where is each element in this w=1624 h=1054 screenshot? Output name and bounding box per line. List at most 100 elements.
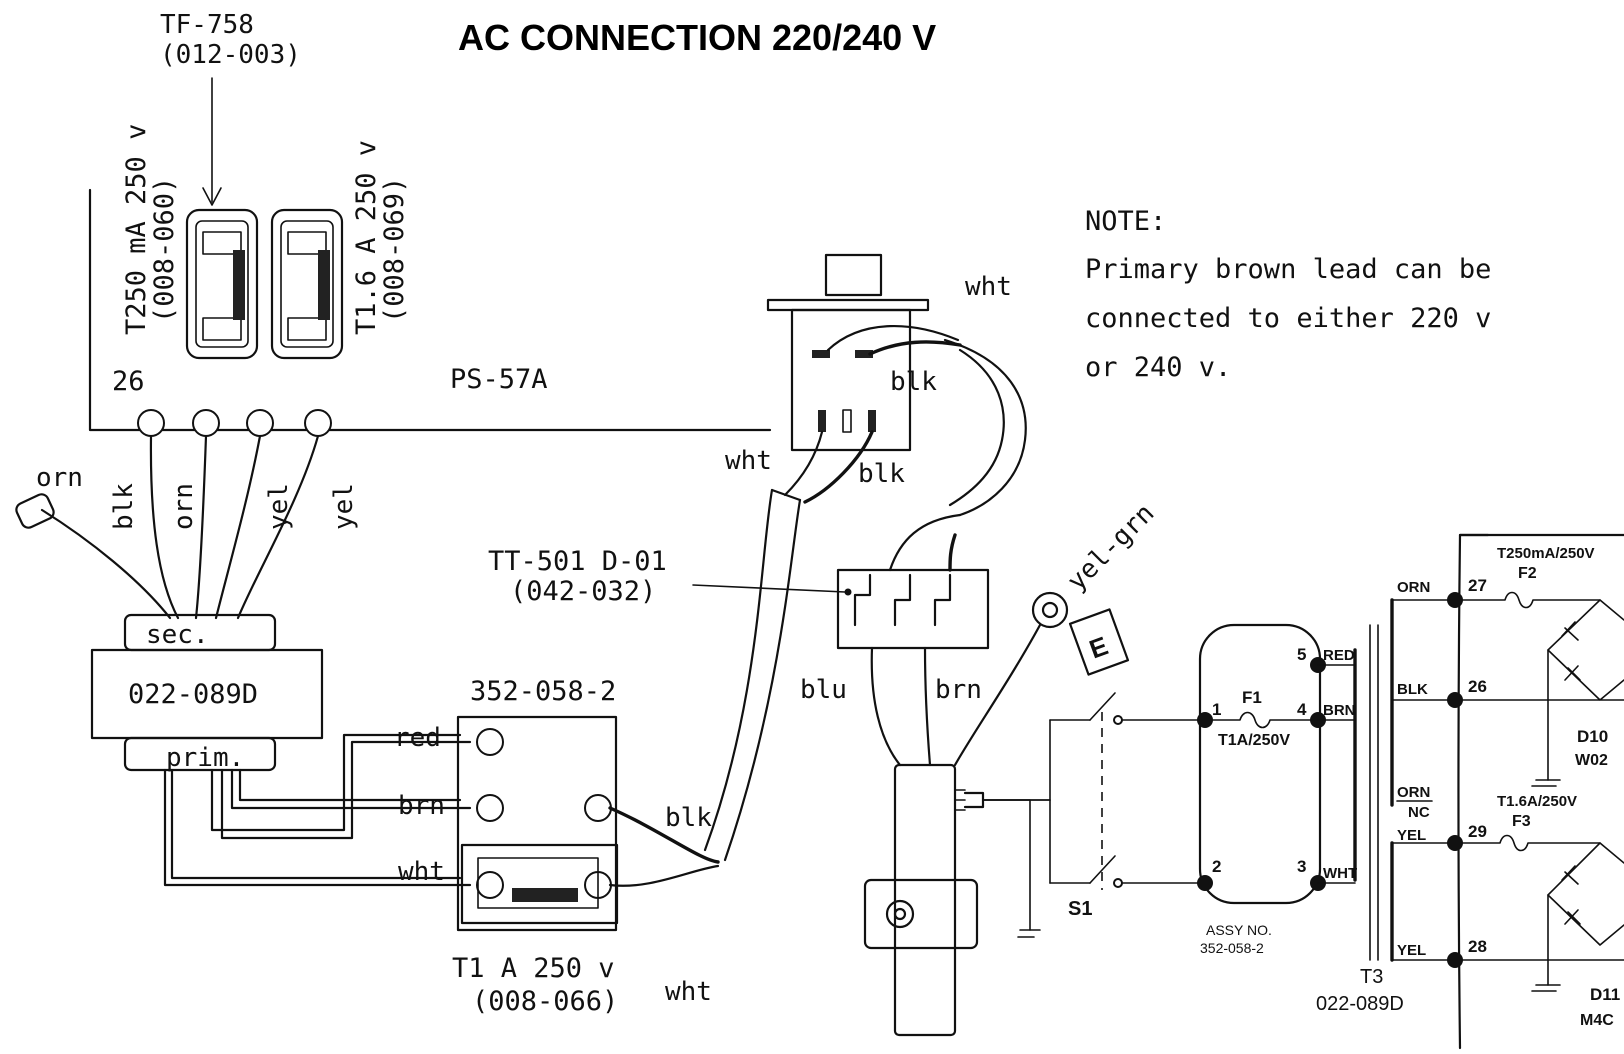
fuse-holder-part: TF-758: [160, 10, 254, 40]
terminal-step-2: [893, 573, 912, 627]
switch-label-blk-top: blk: [890, 367, 937, 397]
terminal-body: [836, 568, 990, 650]
t3-core: [1369, 624, 1379, 961]
switch-pin-2: [842, 409, 852, 433]
d10-name: D10: [1577, 727, 1608, 746]
fuse-left-holder: [185, 208, 259, 360]
lead-yel-1: [214, 434, 262, 620]
switch-terminal-red: [476, 728, 504, 756]
cable-to-terminal-inner: [948, 348, 1005, 507]
switch-body: [790, 308, 912, 452]
switch-lug-1: [812, 350, 830, 358]
note-heading: NOTE:: [1085, 206, 1166, 237]
pin-28: 28: [1468, 937, 1487, 956]
cord-label-brn: brn: [935, 675, 982, 705]
d11-diode-1: [1561, 865, 1579, 885]
pin-3: 3: [1297, 857, 1306, 876]
d11-ground-symbol: [1531, 984, 1561, 992]
transformer-prim-block: [123, 736, 277, 772]
assy-label: ASSY NO.: [1206, 922, 1272, 938]
fuse-left-cap-top: [202, 231, 242, 255]
d10-diode-1: [1561, 621, 1579, 641]
primary-leads: [163, 733, 472, 887]
terminal-strip: TT-501 D-01 (042-032): [488, 546, 990, 650]
orn-lead-cap: [15, 493, 55, 529]
assy-box: [1198, 623, 1322, 905]
fuse-f2-name: F2: [1518, 565, 1537, 582]
fuse-left-label: T250 mA 250 v (008-060): [121, 124, 180, 335]
prim-lead-wht: [163, 768, 472, 887]
sec-label-nc: NC: [1408, 804, 1430, 821]
switch-flange: [766, 298, 930, 312]
cord-label-yel-grn: yel-grn: [1062, 498, 1161, 597]
board-terminal-3: [246, 409, 274, 437]
transformer-part-label: 022-089D: [128, 679, 258, 710]
node-29: [1447, 835, 1463, 851]
node-27: [1447, 592, 1463, 608]
pin-2: 2: [1212, 857, 1221, 876]
node-1: [1197, 712, 1213, 728]
lead-label-red: red: [394, 723, 441, 753]
s1-label: S1: [1068, 898, 1092, 920]
pointer-arrow-head: [202, 187, 222, 206]
schematic: S1 1 2 3 4 5 F1 T1A/250V ASSY NO. 352-05…: [954, 533, 1624, 1050]
switch-pin-3: [868, 410, 876, 432]
sec-upper-taps: [1391, 599, 1456, 701]
switch-label-wht-top: wht: [965, 272, 1012, 302]
cord-clamp-screw-inner: [893, 907, 907, 921]
switch-pin-1: [818, 410, 826, 432]
s1-contact-bot: [1113, 878, 1123, 888]
fuse-f2-symbol: [1462, 591, 1601, 609]
note-line-2: connected to either 220 v: [1085, 303, 1491, 334]
fuse-f1-rating: T1A/250V: [1218, 732, 1290, 749]
lead-label-blk: blk: [109, 483, 139, 530]
board-terminal-2: [192, 409, 220, 437]
cord-clamp: [863, 878, 979, 950]
fuse-left-rating: T250 mA 250 v: [121, 124, 152, 335]
d10-part: W02: [1575, 752, 1608, 769]
fuse-bottom-rating: T1 A 250 v: [452, 953, 615, 984]
plug-lead: [982, 799, 1051, 884]
t3-name: T3: [1360, 966, 1383, 988]
terminal-dot: [844, 588, 852, 596]
lead-label-orn: orn: [36, 463, 83, 493]
pin-29: 29: [1468, 822, 1487, 841]
earth-label-box: [1068, 608, 1130, 676]
note-line-3: or 240 v.: [1085, 352, 1231, 383]
terminal-wire-1: [888, 513, 962, 572]
lead-label-orn-2: orn: [169, 483, 199, 530]
pin-1: 1: [1212, 700, 1221, 719]
fuse-bottom-body: [477, 857, 599, 909]
terminal-wire-2: [948, 533, 957, 572]
plug-pins: [954, 789, 966, 811]
sec-lower-taps: [1391, 842, 1456, 961]
board-terminal-1: [137, 409, 165, 437]
note-line-1: Primary brown lead can be: [1085, 254, 1491, 285]
lead-label-brn: brn: [398, 791, 445, 821]
fuse-f3-symbol: [1462, 834, 1601, 852]
prim-label-red: RED: [1323, 647, 1355, 664]
cord-jacket: [893, 763, 957, 1037]
fuse-f3-rating: T1.6A/250V: [1497, 793, 1577, 810]
fuse-right-inner: [280, 220, 334, 348]
switch-wire-wht-top: [826, 324, 960, 352]
prim-lead-red-2: [210, 733, 462, 832]
node-26: [1447, 692, 1463, 708]
fuse-right-cap-top: [287, 231, 327, 255]
s1-contact-top: [1113, 715, 1123, 725]
switch-shaft: [824, 253, 883, 297]
fuse-bottom-number: (008-066): [472, 986, 618, 1017]
fuse-holder-number: (012-003): [160, 40, 301, 70]
terminal-part: TT-501 D-01: [488, 546, 667, 577]
ground-lead: [982, 799, 1031, 931]
sec-label-orn: ORN: [1397, 579, 1430, 596]
cable-sheath-left: [703, 488, 774, 852]
cord-clamp-screw: [885, 899, 915, 929]
assy-number: 352-058-2: [1200, 940, 1264, 956]
terminal-number: (042-032): [510, 576, 656, 607]
pin-27: 27: [1468, 576, 1487, 595]
fuse-holder-tf758: TF-758 (012-003) T250 mA 250 v (008-060)…: [121, 10, 410, 360]
prim-lead-brn-2: [238, 768, 462, 802]
cable-blk-wire: [608, 806, 720, 864]
lead-orn: [194, 434, 208, 620]
